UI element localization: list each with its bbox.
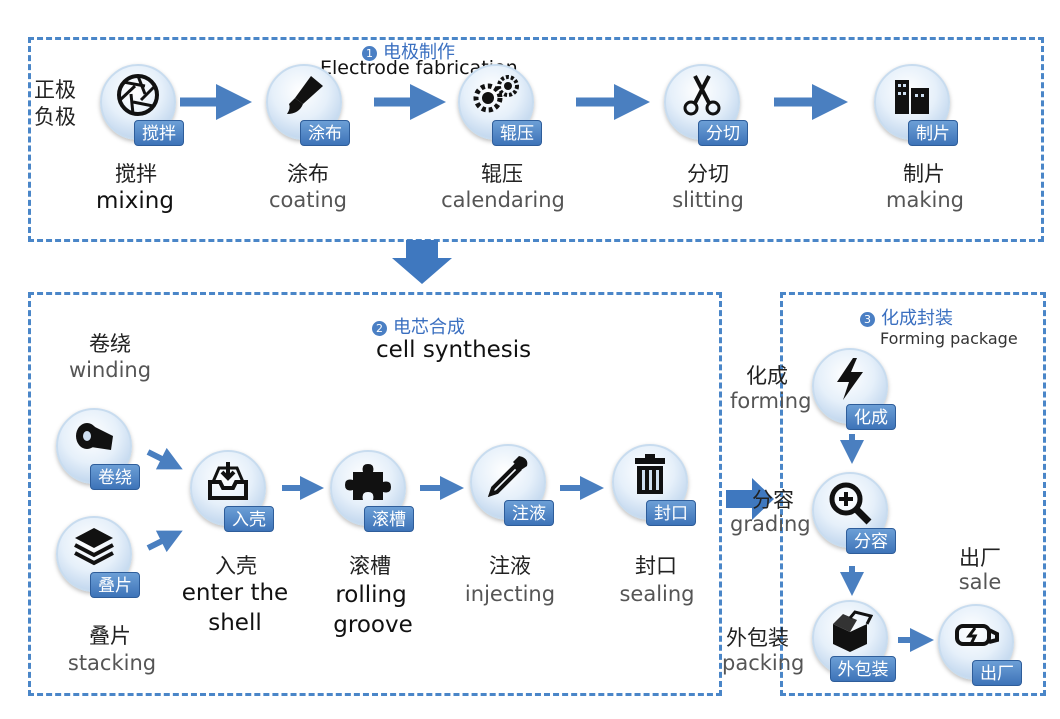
section3-title-zh: 化成封装: [881, 308, 953, 329]
section1-title-zh: 电极制作: [383, 42, 455, 63]
label-stacking-zh: 叠片: [89, 624, 131, 648]
label-coating-zh: 涂布: [287, 162, 329, 186]
label-packing-en: packing: [722, 651, 805, 675]
lightning-icon: [837, 358, 863, 400]
label-coating-en: coating: [269, 188, 347, 212]
section2-title-zh: 电芯合成: [393, 317, 465, 338]
label-enter-shell-en-line1: enter the: [181, 580, 289, 606]
section1-title: 1 电极制作: [362, 38, 455, 64]
scissors-icon: [683, 75, 721, 116]
arrow-winding-enter: [146, 447, 183, 470]
node-mixing[interactable]: 搅拌: [100, 64, 184, 146]
label-grading-zh: 分容: [752, 488, 794, 512]
electrode-side-label: 正极 负极: [34, 78, 76, 129]
badge-winding: 卷绕: [90, 464, 140, 490]
section2-title: 2 电芯合成: [372, 313, 465, 339]
label-sale-en: sale: [958, 570, 1002, 594]
dropper-icon: [487, 456, 528, 498]
node-forming[interactable]: 化成: [812, 348, 896, 430]
label-forming-zh: 化成: [746, 364, 788, 388]
section1-title-en: Electrode fabrication: [320, 57, 518, 79]
puzzle-icon: [345, 464, 391, 500]
label-winding-zh: 卷绕: [89, 332, 131, 356]
section-cell-synthesis: [28, 292, 722, 696]
label-rolling-groove-en-line1: rolling: [335, 582, 407, 608]
box-icon: [833, 610, 873, 652]
inbox-icon: [208, 462, 248, 500]
node-injecting[interactable]: 注液: [470, 444, 554, 526]
label-calendaring-zh: 辊压: [481, 162, 523, 186]
badge-grading: 分容: [846, 528, 896, 554]
section2-number: 2: [372, 321, 387, 336]
label-mixing-zh: 搅拌: [115, 162, 157, 186]
node-enter-shell[interactable]: 入壳: [190, 450, 274, 532]
badge-mixing: 搅拌: [134, 120, 184, 146]
label-grading-en: grading: [730, 512, 811, 536]
node-sealing[interactable]: 封口: [612, 444, 696, 526]
building-icon: [895, 80, 929, 114]
label-sale-zh: 出厂: [959, 546, 1001, 570]
label-injecting-en: injecting: [464, 582, 556, 606]
label-rolling-groove-en-line2: groove: [333, 612, 413, 638]
label-making-en: making: [886, 188, 964, 212]
badge-packing: 外包装: [830, 656, 896, 682]
brush-icon: [287, 76, 323, 114]
label-injecting-zh: 注液: [489, 554, 531, 578]
badge-forming: 化成: [846, 404, 896, 430]
label-sealing-en: sealing: [619, 582, 695, 606]
badge-sale: 出厂: [972, 660, 1022, 686]
section-forming-package: [780, 292, 1046, 696]
trash-icon: [635, 454, 665, 494]
label-mixing-en: mixing: [96, 188, 174, 214]
section2-title-en: cell synthesis: [376, 337, 532, 363]
node-stacking[interactable]: 叠片: [56, 516, 140, 598]
section3-number: 3: [860, 312, 875, 327]
arrow-section2-to-3: [726, 478, 774, 520]
node-sale[interactable]: 出厂: [938, 604, 1022, 686]
gears-icon: [473, 75, 519, 113]
label-enter-shell-en-line2: shell: [208, 610, 262, 636]
badge-enter-shell: 入壳: [224, 506, 274, 532]
layers-icon: [74, 528, 114, 566]
roll-icon: [76, 423, 113, 450]
node-winding[interactable]: 卷绕: [56, 408, 140, 490]
label-packing-zh: 外包装: [726, 626, 789, 650]
label-slitting-en: slitting: [672, 188, 744, 212]
label-winding-en: winding: [68, 358, 152, 382]
badge-stacking: 叠片: [90, 572, 140, 598]
label-forming-en: forming: [730, 389, 812, 413]
badge-calendaring: 辊压: [492, 120, 542, 146]
label-slitting-zh: 分切: [687, 162, 729, 186]
node-calendaring[interactable]: 辊压: [458, 64, 542, 146]
node-slitting[interactable]: 分切: [664, 64, 748, 146]
badge-slitting: 分切: [698, 120, 748, 146]
label-rolling-groove-zh: 滚槽: [349, 554, 391, 578]
badge-coating: 涂布: [300, 120, 350, 146]
badge-sealing: 封口: [646, 500, 696, 526]
arrow-section1-to-2: [392, 240, 452, 284]
node-rolling-groove[interactable]: 滚槽: [330, 450, 414, 532]
label-enter-shell-zh: 入壳: [215, 554, 257, 578]
label-sealing-zh: 封口: [635, 554, 677, 578]
label-stacking-en: stacking: [67, 651, 157, 675]
node-coating[interactable]: 涂布: [266, 64, 350, 146]
arrow-stacking-enter: [146, 530, 183, 553]
label-calendaring-en: calendaring: [441, 188, 565, 212]
truck-icon: [955, 624, 999, 646]
node-grading[interactable]: 分容: [812, 472, 896, 554]
node-packing[interactable]: 外包装: [812, 600, 896, 682]
section1-number: 1: [362, 46, 377, 61]
badge-injecting: 注液: [504, 500, 554, 526]
section3-title-en: Forming package: [880, 329, 1018, 348]
section3-title: 3 化成封装: [860, 304, 953, 330]
node-making[interactable]: 制片: [874, 64, 958, 146]
badge-rolling-groove: 滚槽: [364, 506, 414, 532]
magnify-plus-icon: [829, 482, 872, 525]
section-electrode-fabrication: [28, 37, 1044, 242]
aperture-icon: [117, 74, 159, 116]
badge-making: 制片: [908, 120, 958, 146]
label-making-zh: 制片: [903, 162, 945, 186]
